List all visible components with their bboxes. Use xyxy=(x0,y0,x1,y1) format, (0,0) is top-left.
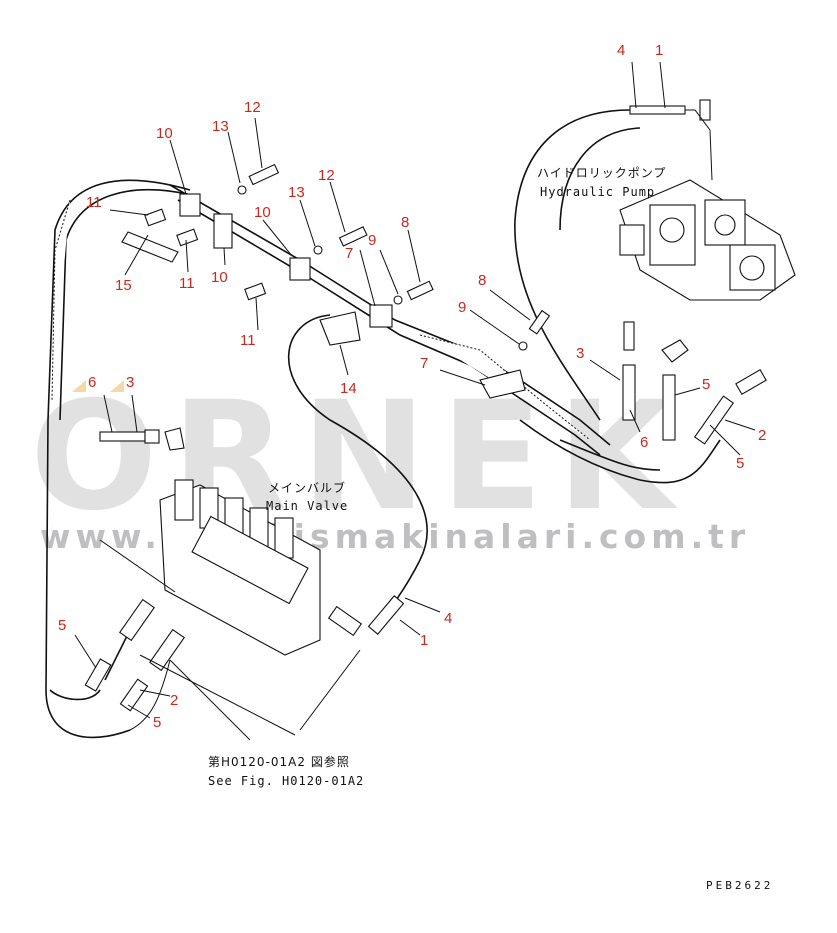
highlight-mark-6 xyxy=(72,380,86,392)
callout-3-right: 3 xyxy=(576,345,584,362)
drawing-code: PEB2622 xyxy=(706,879,773,892)
callout-5-left-b: 5 xyxy=(153,714,161,731)
main-valve-label-en: Main Valve xyxy=(266,499,348,513)
highlight-mark-3 xyxy=(110,380,124,392)
callout-4-top: 4 xyxy=(617,42,625,59)
callout-2-left: 2 xyxy=(170,692,178,709)
callout-13-a: 13 xyxy=(212,118,229,135)
see-fig-label-en: See Fig. H0120-01A2 xyxy=(208,774,364,788)
callout-12-a: 12 xyxy=(244,99,261,116)
main-valve-label-jp: メインバルブ xyxy=(268,480,346,495)
callout-3-left: 3 xyxy=(126,374,134,391)
callout-14: 14 xyxy=(340,380,357,397)
callout-6-left: 6 xyxy=(88,374,96,391)
callout-5-right: 5 xyxy=(702,376,710,393)
valve-fittings xyxy=(84,427,361,741)
watermark-url: www.ornekismakinalari.com.tr xyxy=(40,517,750,556)
callout-10-c: 10 xyxy=(211,269,228,286)
callout-12-b: 12 xyxy=(318,167,335,184)
see-fig-label-jp: 第H0120-01A2 図参照 xyxy=(208,754,350,769)
callout-5-left: 5 xyxy=(58,617,66,634)
hydraulic-pump-label-en: Hydraulic Pump xyxy=(540,185,655,199)
callout-6-right: 6 xyxy=(640,434,648,451)
callout-7-b: 7 xyxy=(420,355,428,372)
callout-11-b: 11 xyxy=(179,275,195,292)
callout-9-a: 9 xyxy=(368,232,376,249)
main-valve-drawing xyxy=(159,479,405,656)
callout-7-a: 7 xyxy=(345,245,353,262)
callout-13-b: 13 xyxy=(288,184,305,201)
callout-11-a: 11 xyxy=(86,194,102,211)
callout-1-top: 1 xyxy=(655,42,663,59)
pump-fittings xyxy=(622,321,767,445)
callout-8-b: 8 xyxy=(478,272,486,289)
callout-9-b: 9 xyxy=(458,299,466,316)
hose-routing xyxy=(45,109,721,739)
callout-1-mid: 1 xyxy=(420,632,428,649)
callout-5-right-b: 5 xyxy=(736,455,744,472)
hydraulic-pump-drawing xyxy=(619,99,796,301)
callout-11-c: 11 xyxy=(240,332,256,349)
watermark-brand: ORNEK xyxy=(30,370,687,544)
callout-10-b: 10 xyxy=(254,204,271,221)
callout-15: 15 xyxy=(115,277,132,294)
callout-8-a: 8 xyxy=(401,214,409,231)
callout-4-mid: 4 xyxy=(444,610,452,627)
leader-lines xyxy=(74,61,756,719)
hydraulic-pump-label-jp: ハイドロリックポンプ xyxy=(537,166,666,180)
clamp-brackets xyxy=(179,193,526,399)
callout-10-a: 10 xyxy=(156,125,173,142)
fasteners xyxy=(121,163,551,351)
callout-numbers: 4 1 12 13 10 11 13 12 10 7 9 8 15 11 10 … xyxy=(58,42,766,731)
callout-2-right: 2 xyxy=(758,427,766,444)
